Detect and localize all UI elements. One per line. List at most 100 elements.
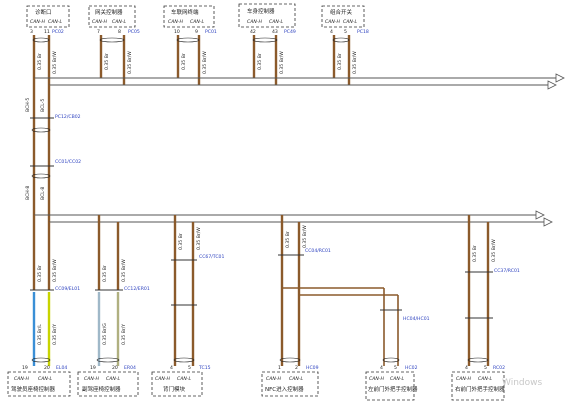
branch-left-door-handle <box>365 288 415 401</box>
can-l-label: CAN-L <box>343 19 357 25</box>
wire-label: 0.35 Br/W <box>352 51 358 74</box>
can-l-label: CAN-L <box>390 376 404 382</box>
wire-label: 0.35 Br <box>102 265 108 282</box>
can-l-label: CAN-L <box>177 376 191 382</box>
module-box <box>451 371 505 401</box>
pin-number: 20 <box>44 365 50 371</box>
wire-label: 0.35 Br/L <box>37 324 43 345</box>
pin-number: 2 <box>295 365 298 371</box>
can-h-label: CAN-H <box>456 376 471 382</box>
can-l-label: CAN-L <box>112 19 126 25</box>
can-l-label: CAN-L <box>478 376 492 382</box>
can-l-label: CAN-L <box>38 376 52 382</box>
wire-label: 0.35 Br/W <box>491 239 497 262</box>
branch-nfc <box>261 215 398 397</box>
pin-number: 42 <box>250 29 256 35</box>
module-box <box>261 371 319 397</box>
bus-arrow-icon <box>555 73 565 83</box>
module-diagnostic-port: 诊断口 CAN-H CAN-L <box>26 5 70 28</box>
connector-code: PC49 <box>284 29 296 35</box>
pin-number: 9 <box>195 29 198 35</box>
module-box <box>238 3 296 28</box>
pin-number: 20 <box>112 365 118 371</box>
module-combination-switch: 组合开关 CAN-H CAN-L <box>321 5 365 28</box>
wire-label: 0.35 Br/W <box>202 51 208 74</box>
pin-number: 11 <box>44 29 50 35</box>
pin-number: 8 <box>118 29 121 35</box>
pin-number: 4 <box>380 365 383 371</box>
pin-number: 5 <box>188 365 191 371</box>
module-box <box>77 371 139 397</box>
can-h-label: CAN-H <box>30 19 45 25</box>
wire-label: 0.35 Br/W <box>302 225 308 248</box>
pin-number: 5 <box>484 365 487 371</box>
pin-number: 3 <box>30 29 33 35</box>
connector-code: TC15 <box>198 365 211 371</box>
upper-connector: CC12/ER01 <box>124 286 150 292</box>
module-name: 副驾座椅控制器 <box>82 385 121 393</box>
pin-number: 43 <box>272 29 278 35</box>
connector-code: HC09 <box>306 365 319 371</box>
module-box <box>151 371 203 397</box>
wire-label: 0.35 Br <box>178 233 184 250</box>
can-h-label: CAN-H <box>247 19 262 25</box>
upper-connector: HC04/HC01 <box>403 316 430 322</box>
bus-arrow-icon <box>547 80 557 90</box>
can-l-label: CAN-L <box>106 376 120 382</box>
pin-number: 1 <box>278 365 281 371</box>
branch-right-door-handle <box>451 215 505 401</box>
wire-label: 0.35 Br/W <box>279 51 285 74</box>
module-name: 组合开关 <box>330 8 353 16</box>
connector-code: PC02 <box>52 29 64 35</box>
can-l-label: CAN-L <box>269 19 283 25</box>
wire-label: 0.35 Br <box>257 53 263 70</box>
twist-markers-top <box>32 37 350 43</box>
connector-code: PC18 <box>357 29 369 35</box>
can-bus-bottom <box>34 210 553 227</box>
wire-label: 0.35 Br/W <box>121 259 127 282</box>
can-h-label: CAN-H <box>266 376 281 382</box>
module-name: 背门模块 <box>163 385 186 393</box>
pin-number: 19 <box>22 365 28 371</box>
module-name: 车联网终端 <box>171 8 199 16</box>
upper-connector: CC09/EL01 <box>55 286 80 292</box>
connector-code: PC01 <box>205 29 217 35</box>
windows-watermark: Windows <box>502 378 542 388</box>
wire-label: 0.35 Br/W <box>52 51 58 74</box>
wire-label: 0.35 Br/Y <box>52 324 58 345</box>
upper-connector: CC04/RC01 <box>305 248 331 254</box>
wire-label: 0.35 Br/Y <box>121 324 127 345</box>
wire-label: 0.35 Br <box>104 53 110 70</box>
wire-label: 0.35 Br/W <box>127 51 133 74</box>
pin-number: 7 <box>97 29 100 35</box>
module-name: 左前门外把手控制器 <box>368 385 418 393</box>
module-box <box>365 371 415 401</box>
connector-code: RC02 <box>493 365 505 371</box>
module-box <box>321 5 365 28</box>
trunk-wires <box>30 78 54 222</box>
module-box <box>163 5 215 28</box>
branch-tailgate <box>151 215 203 397</box>
wire-label: 0.35 Br <box>337 53 343 70</box>
can-h-label: CAN-H <box>325 19 340 25</box>
trunk-label: BCH-8 <box>25 186 31 200</box>
module-box <box>88 5 136 28</box>
wire-label: 0.35 Br <box>181 53 187 70</box>
bus-arrow-icon <box>535 210 545 220</box>
pin-number: 5 <box>394 365 397 371</box>
wire-label: 0.35 Br <box>37 265 43 282</box>
can-h-label: CAN-H <box>14 376 29 382</box>
top-drop-wires <box>32 35 351 85</box>
pin-number: 4 <box>330 29 333 35</box>
wire-label: 0.35 Br/W <box>196 227 202 250</box>
module-gateway: 网关控制器 CAN-H CAN-L <box>88 5 136 28</box>
module-name: 网关控制器 <box>95 8 123 16</box>
can-h-label: CAN-H <box>84 376 99 382</box>
branch-driver-seat <box>7 215 71 397</box>
can-l-label: CAN-L <box>190 19 204 25</box>
trunk-connector: CC01/CC02 <box>55 159 81 165</box>
wire-label: 0.35 Br/W <box>52 259 58 282</box>
module-name: 右前门外把手控制器 <box>455 385 505 393</box>
module-box <box>7 371 71 397</box>
module-name: 诊断口 <box>35 8 52 16</box>
